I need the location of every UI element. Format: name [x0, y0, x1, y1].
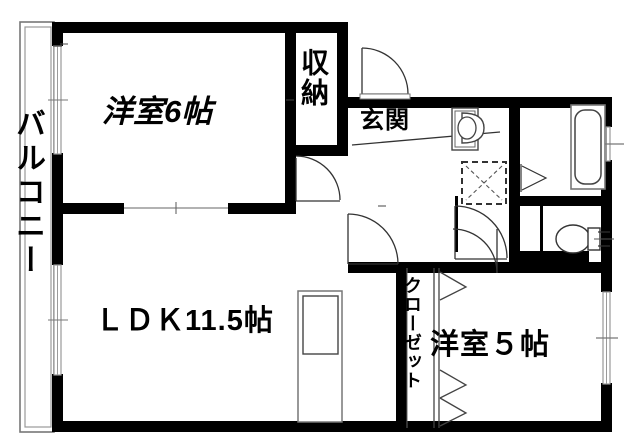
room-label-washitsu-6: 洋室6帖	[102, 94, 213, 129]
bathtub-icon	[570, 104, 606, 190]
washing-machine-pan-icon	[461, 161, 507, 205]
kitchen-sink-icon	[297, 290, 343, 423]
door-bath[interactable]	[520, 164, 548, 192]
room-label-balcony: バルコニー	[11, 108, 44, 278]
door-toilet[interactable]	[452, 228, 498, 274]
door-storage[interactable]	[359, 47, 411, 100]
room-label-closet: クローゼット	[402, 276, 422, 390]
closet-folding-doors[interactable]	[433, 268, 468, 428]
sliding-glass-door-upper[interactable]	[48, 45, 68, 155]
structural-walls	[52, 22, 612, 432]
washbasin-icon	[457, 112, 485, 144]
room-label-washitsu-5: 洋室５帖	[430, 329, 551, 361]
room-label-storage: 収納	[298, 48, 329, 108]
toilet-icon	[555, 224, 614, 254]
room-label-genkan: 玄関	[360, 107, 410, 134]
room-label-ldk: ＬＤＫ11.5帖	[95, 305, 274, 337]
window-washitsu5[interactable]	[596, 291, 618, 385]
wall-tick-marks	[60, 43, 386, 207]
interior-thin-walls	[455, 196, 543, 262]
door-ldk[interactable]	[347, 213, 399, 265]
door-washroom[interactable]	[454, 205, 508, 260]
sliding-glass-door-lower[interactable]	[48, 264, 68, 376]
washitsu6-partition	[124, 202, 228, 214]
door-washitsu6[interactable]	[295, 155, 341, 202]
